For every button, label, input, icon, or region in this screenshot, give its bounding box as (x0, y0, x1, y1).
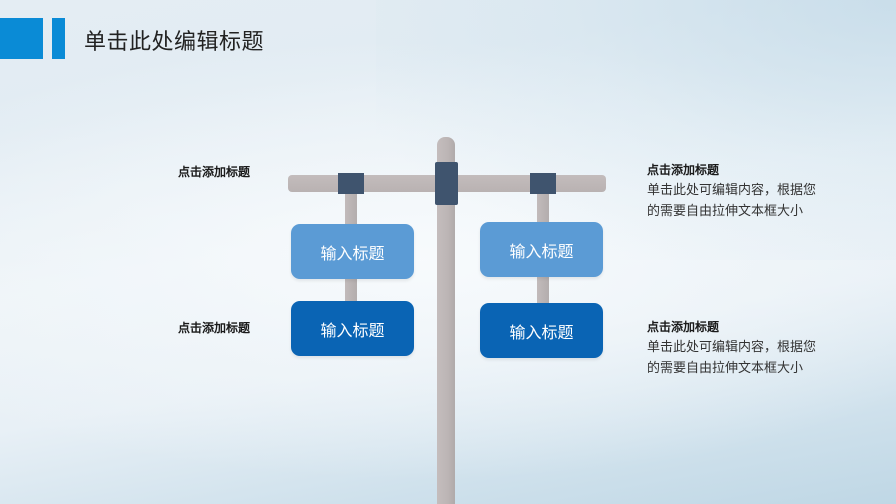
header-accent-bar (52, 18, 65, 59)
left-hanger-upper (345, 194, 357, 226)
right-clamp (530, 173, 556, 194)
header-accent-block (0, 18, 43, 59)
description-title: 点击添加标题 (647, 320, 720, 334)
right-hanger-lower (537, 276, 549, 304)
description-block-top[interactable]: 点击添加标题 单击此处可编辑内容，根据您的需要自由拉伸文本框大小 (647, 161, 847, 222)
pole-collar (435, 162, 458, 205)
description-body: 单击此处可编辑内容，根据您的需要自由拉伸文本框大小 (647, 340, 817, 376)
sign-label: 输入标题 (509, 322, 574, 342)
sign-label: 输入标题 (320, 320, 385, 340)
sign-label: 输入标题 (509, 241, 574, 261)
sign-right-bottom[interactable]: 输入标题 (480, 303, 603, 358)
signpost-pole (437, 137, 455, 504)
left-label-bottom[interactable]: 点击添加标题 (178, 321, 251, 335)
page-title[interactable]: 单击此处编辑标题 (84, 30, 265, 55)
left-hanger-lower (345, 278, 357, 303)
description-body: 单击此处可编辑内容，根据您的需要自由拉伸文本框大小 (647, 183, 817, 219)
description-title: 点击添加标题 (647, 163, 720, 177)
sign-right-top[interactable]: 输入标题 (480, 222, 603, 277)
left-label-top[interactable]: 点击添加标题 (178, 165, 251, 179)
sign-left-bottom[interactable]: 输入标题 (291, 301, 414, 356)
sign-left-top[interactable]: 输入标题 (291, 224, 414, 279)
sign-label: 输入标题 (320, 243, 385, 263)
description-block-bottom[interactable]: 点击添加标题 单击此处可编辑内容，根据您的需要自由拉伸文本框大小 (647, 318, 847, 379)
left-clamp (338, 173, 364, 194)
right-hanger-upper (537, 194, 549, 224)
